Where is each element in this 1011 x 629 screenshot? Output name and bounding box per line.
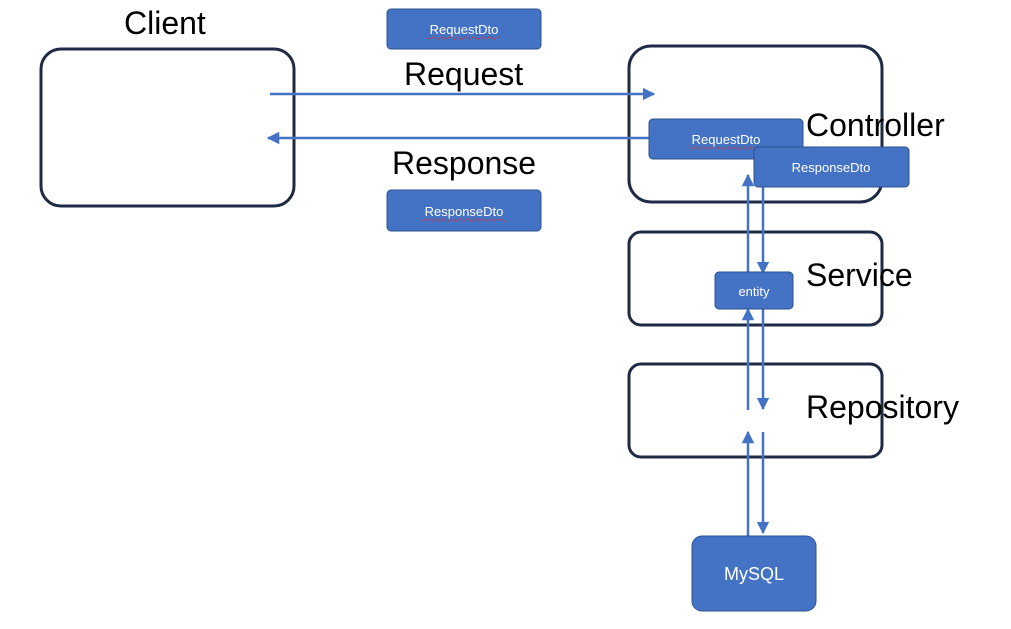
controller-label: Controller: [806, 107, 945, 143]
response-dto-chip-mid: ResponseDto: [386, 189, 542, 232]
service-label: Service: [806, 257, 913, 293]
repository-box: [627, 362, 884, 459]
entity-chip-label: entity: [738, 284, 770, 299]
mysql-label: MySQL: [724, 564, 784, 584]
request-dto-chip-top-label: RequestDto: [430, 22, 499, 37]
request-label: Request: [404, 56, 523, 92]
mysql-node: MySQL: [691, 535, 817, 612]
response-dto-chip-controller-label: ResponseDto: [792, 160, 871, 175]
response-label: Response: [392, 145, 536, 181]
client-box: [39, 47, 296, 208]
entity-chip: entity: [714, 271, 794, 310]
response-dto-chip-controller: ResponseDto: [753, 146, 910, 188]
request-dto-chip-controller-label: RequestDto: [692, 132, 761, 147]
client-label: Client: [124, 5, 206, 41]
request-dto-chip-top: RequestDto: [386, 8, 542, 50]
repository-label: Repository: [806, 389, 959, 425]
response-dto-chip-mid-label: ResponseDto: [425, 204, 504, 219]
